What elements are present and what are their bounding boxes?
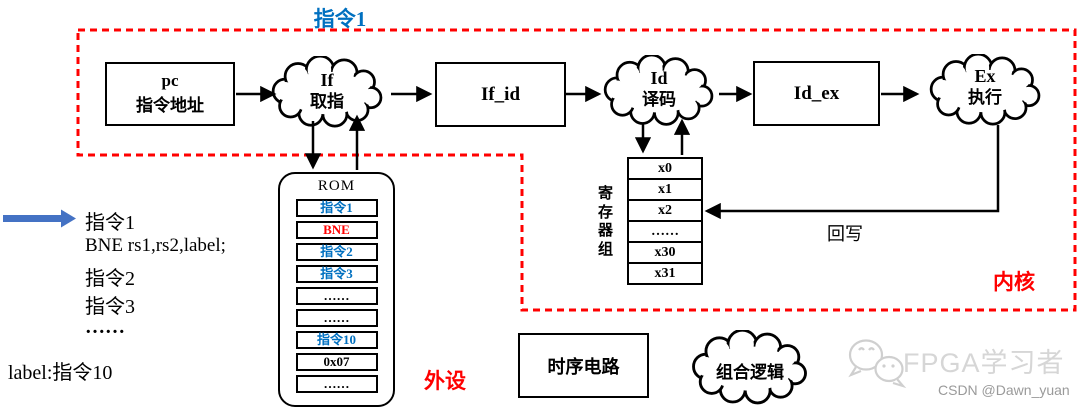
flow-arrows <box>236 85 1000 220</box>
rom-row: BNE <box>295 221 378 239</box>
register-row: …… <box>629 222 701 243</box>
program-line: 指令2 <box>85 268 135 290</box>
if-cloud-name: If <box>320 70 334 90</box>
register-row: x1 <box>629 180 701 201</box>
register-row: x31 <box>654 266 676 281</box>
rom-container: ROM 指令1 BNE 指令2 指令3 …… …… 指令10 0x07 …… <box>278 172 395 407</box>
rom-row: 指令2 <box>295 243 378 261</box>
program-line: label:指令10 <box>8 362 113 384</box>
if-id-box: If_id <box>435 62 566 127</box>
ex-cloud-caption: 执行 <box>968 88 1002 107</box>
pc-box-caption: 指令地址 <box>136 96 204 115</box>
core-region-outline <box>76 28 1077 312</box>
id-ex-box-label: Id_ex <box>793 82 840 104</box>
rom-row: 指令3 <box>295 265 378 283</box>
ex-cloud-name: Ex <box>974 66 996 86</box>
diagram-title: 指令1 <box>313 7 367 31</box>
pc-box: pc 指令地址 <box>105 62 235 126</box>
register-row: x30 <box>629 243 701 264</box>
id-cloud-label: Id 译码 <box>595 68 723 110</box>
rom-title: ROM <box>317 178 356 194</box>
sequential-circuit-label: 时序电路 <box>547 356 620 377</box>
combinational-logic-label: 组合逻辑 <box>716 363 784 382</box>
current-instruction-arrow <box>3 209 76 228</box>
rom-row: 指令1 <box>295 199 378 217</box>
ex-cloud-label: Ex 执行 <box>921 66 1049 108</box>
arrow-writeback <box>704 125 1000 220</box>
core-label: 内核 <box>993 270 1035 294</box>
id-ex-box: Id_ex <box>753 61 880 126</box>
program-line: …… <box>85 316 125 338</box>
id-cloud-name: Id <box>650 68 668 88</box>
pc-box-name: pc <box>161 71 179 91</box>
register-row: x2 <box>629 201 701 222</box>
register-file-label: 寄存器组 <box>597 186 613 258</box>
watermark-credit: CSDN @Dawn_yuan <box>938 382 1070 398</box>
peripheral-label: 外设 <box>424 369 466 393</box>
watermark-brand: FPGA学习者 <box>903 348 1065 378</box>
program-line: BNE rs1,rs2,label; <box>85 235 226 256</box>
program-line: 指令1 <box>85 212 135 234</box>
register-file: x0 x1 x2 …… x30 x31 <box>627 157 703 285</box>
id-cloud-caption: 译码 <box>642 90 676 109</box>
register-row: x0 <box>629 159 701 180</box>
rom-row: 指令10 <box>295 331 378 349</box>
rom-row: …… <box>295 375 378 393</box>
if-cloud-caption: 取指 <box>310 92 344 111</box>
rom-row: 0x07 <box>295 353 378 371</box>
if-id-box-label: If_id <box>480 83 521 105</box>
program-line: 指令3 <box>85 296 135 318</box>
writeback-label: 回写 <box>827 224 863 244</box>
if-cloud-label: If 取指 <box>263 70 391 112</box>
sequential-circuit-box: 时序电路 <box>518 333 649 398</box>
wechat-watermark-icon <box>848 339 907 389</box>
rom-row: …… <box>295 309 378 327</box>
rom-row: …… <box>295 287 378 305</box>
